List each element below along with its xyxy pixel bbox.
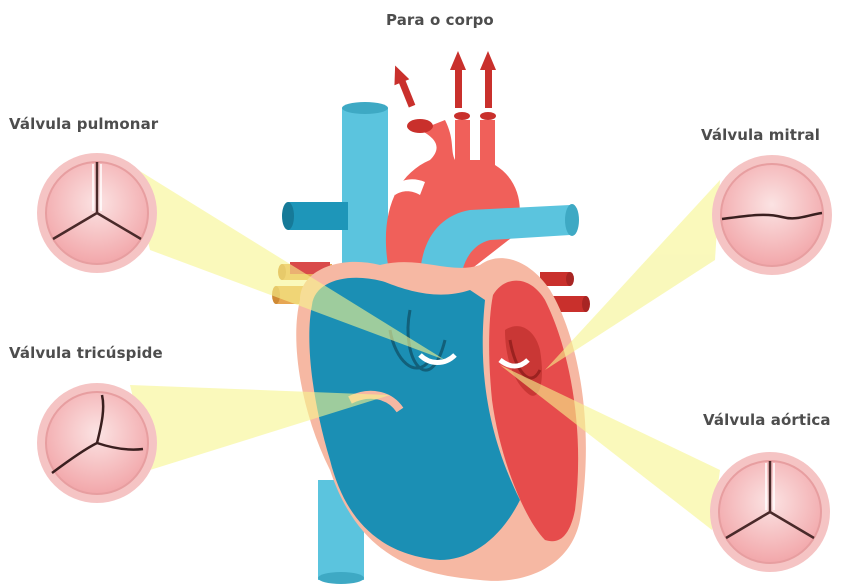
- arrow-right-shaft: [485, 68, 492, 108]
- arrows-to-body: [388, 51, 496, 109]
- arrow-right-head: [480, 51, 496, 70]
- valve-tricuspid-icon: [37, 383, 157, 503]
- valve-mitral-icon: [712, 155, 832, 275]
- arrow-left: [388, 63, 419, 110]
- valve-aortic-icon: [710, 452, 830, 572]
- valve-pulmonary-icon: [37, 153, 157, 273]
- arrow-center-shaft: [455, 68, 462, 108]
- arrow-center-head: [450, 51, 466, 70]
